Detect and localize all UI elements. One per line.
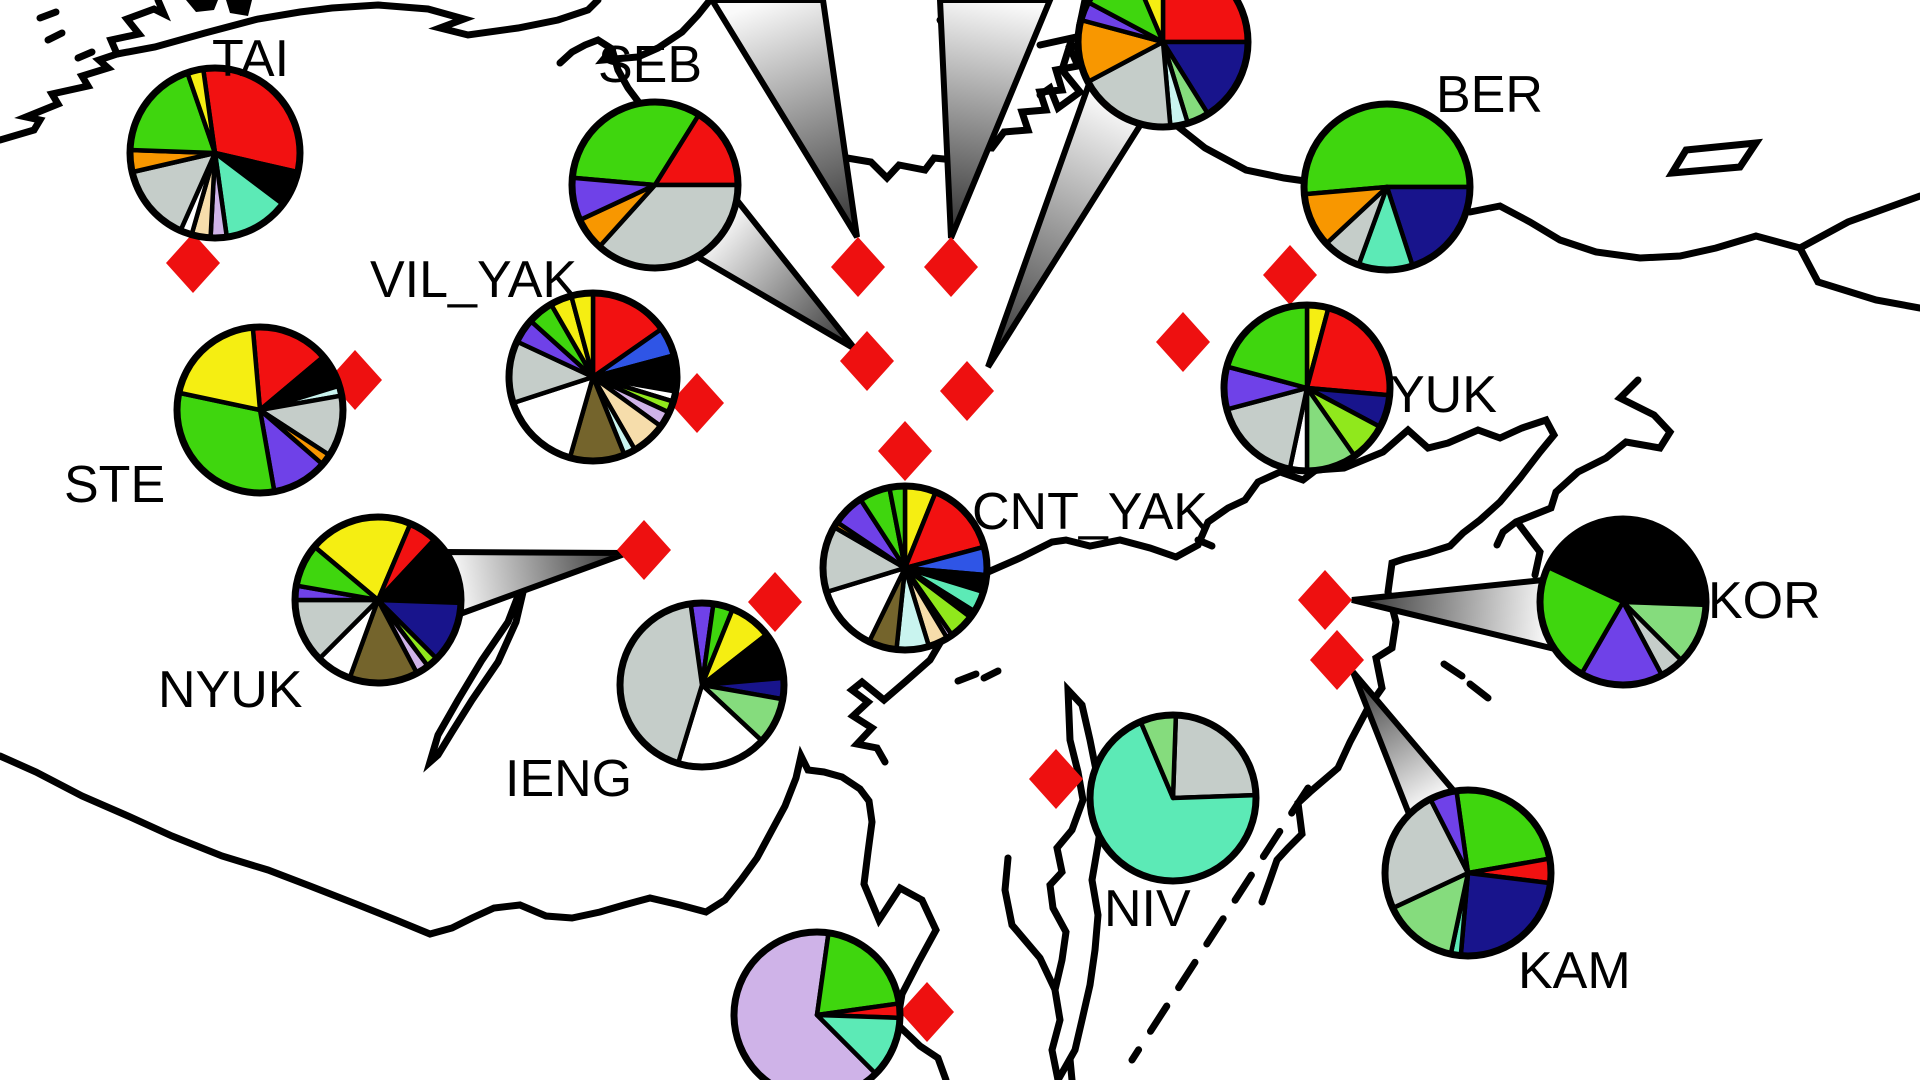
sample-site-diamond — [878, 421, 932, 481]
pie-rim — [1381, 786, 1555, 960]
sample-site-diamond — [1029, 749, 1083, 809]
coastline-path — [1665, 138, 1764, 178]
pie-rim — [1300, 100, 1474, 274]
pie-rim — [819, 482, 991, 654]
pie-NIV: NIV — [1086, 711, 1260, 938]
pie-rim — [616, 599, 788, 771]
coastline-path — [1036, 33, 1086, 114]
coastline-path — [1172, 415, 1559, 906]
population-label-BER: BER — [1436, 66, 1543, 124]
pie-rim — [568, 98, 742, 272]
sample-site-diamond — [1310, 630, 1364, 690]
pie-KAM: KAM — [1381, 786, 1631, 1000]
map-fragment — [226, 0, 252, 16]
sample-site-diamond — [924, 237, 978, 297]
population-label-TAI: TAI — [212, 30, 289, 88]
sample-site-diamond — [840, 331, 894, 391]
pie-CNT_YAK: CNT_YAK — [819, 482, 1208, 654]
pie-NYUK: NYUK — [158, 513, 465, 719]
pie-TOP — [1074, 0, 1252, 131]
island-dash — [980, 667, 1002, 682]
pie-rim — [1086, 711, 1260, 885]
pie-rim — [505, 289, 681, 465]
pie-rim — [1074, 0, 1252, 131]
pie-slice-yellow — [1142, 0, 1166, 45]
callout-wedge-layer — [442, 0, 1559, 819]
population-label-NYUK: NYUK — [158, 661, 303, 719]
population-label-CNT_YAK: CNT_YAK — [972, 483, 1208, 541]
sample-site-diamond — [1263, 245, 1317, 305]
sample-site-diamond — [617, 520, 671, 580]
island-dash — [1440, 660, 1466, 680]
pie-rim — [1536, 515, 1710, 689]
coastline-path — [0, 0, 171, 144]
population-label-IENG: IENG — [505, 750, 632, 808]
map-fragment — [186, 0, 218, 12]
island-dash — [74, 48, 96, 62]
coastline-path — [1172, 121, 1309, 185]
pie-TAI: TAI — [126, 30, 304, 242]
pie-layer: TAI SEB BER VIL_YAK STE YUK CNT_YAK NYUK IENG KOR… — [64, 0, 1821, 1080]
pie-YUK: YUK — [1220, 301, 1497, 475]
sample-site-diamond — [166, 233, 220, 293]
island-dash — [1194, 536, 1216, 550]
coastline-path — [1128, 784, 1312, 1064]
sample-site-diamond — [1156, 312, 1210, 372]
pie-VIL_YAK: VIL_YAK — [370, 251, 681, 465]
sample-site-diamond — [670, 373, 724, 433]
population-label-VIL_YAK: VIL_YAK — [370, 251, 577, 309]
callout-wedge — [936, 0, 1054, 240]
pie-BER: BER — [1300, 66, 1543, 274]
coastline-path — [1466, 202, 1920, 312]
pie-SEB: SEB — [568, 36, 742, 272]
pie-rim — [1220, 301, 1394, 475]
pie-IENG: IENG — [505, 599, 788, 808]
island-dash — [44, 29, 66, 44]
coastline-path — [1514, 519, 1544, 579]
sample-site-layer — [166, 233, 1364, 1042]
pie-rim — [173, 323, 347, 497]
sample-site-diamond — [1298, 570, 1352, 630]
callout-wedge — [1351, 576, 1559, 653]
callout-wedge — [708, 0, 860, 239]
coastline-path — [113, 0, 602, 58]
pie-rim — [291, 513, 465, 687]
coastline-path — [608, 45, 644, 108]
population-label-NIV: NIV — [1104, 880, 1191, 938]
island-dash — [1466, 680, 1492, 702]
pie-KOR: KOR — [1536, 515, 1821, 689]
population-label-STE: STE — [64, 456, 165, 514]
callout-wedge — [442, 548, 629, 618]
coastline-path — [827, 0, 1098, 184]
pie-STE: STE — [64, 323, 347, 514]
coastline-path — [0, 745, 950, 1080]
pie-BOT — [730, 928, 904, 1080]
pie-slice-red — [1160, 0, 1251, 45]
coastline-path — [556, 0, 714, 67]
sample-site-diamond — [900, 982, 954, 1042]
coastline-path — [1796, 192, 1920, 252]
island-dash — [36, 8, 60, 22]
population-label-KAM: KAM — [1518, 942, 1631, 1000]
population-label-YUK: YUK — [1390, 366, 1497, 424]
coastline-path — [1046, 680, 1107, 1080]
pie-rim — [126, 64, 304, 242]
callout-wedge — [985, 79, 1145, 369]
sample-site-diamond — [748, 572, 802, 632]
pie-rim — [730, 928, 904, 1080]
population-label-SEB: SEB — [598, 36, 702, 94]
island-dash — [954, 670, 980, 685]
sample-site-diamond — [940, 361, 994, 421]
sample-site-diamond — [831, 237, 885, 297]
population-label-KOR: KOR — [1708, 572, 1821, 630]
